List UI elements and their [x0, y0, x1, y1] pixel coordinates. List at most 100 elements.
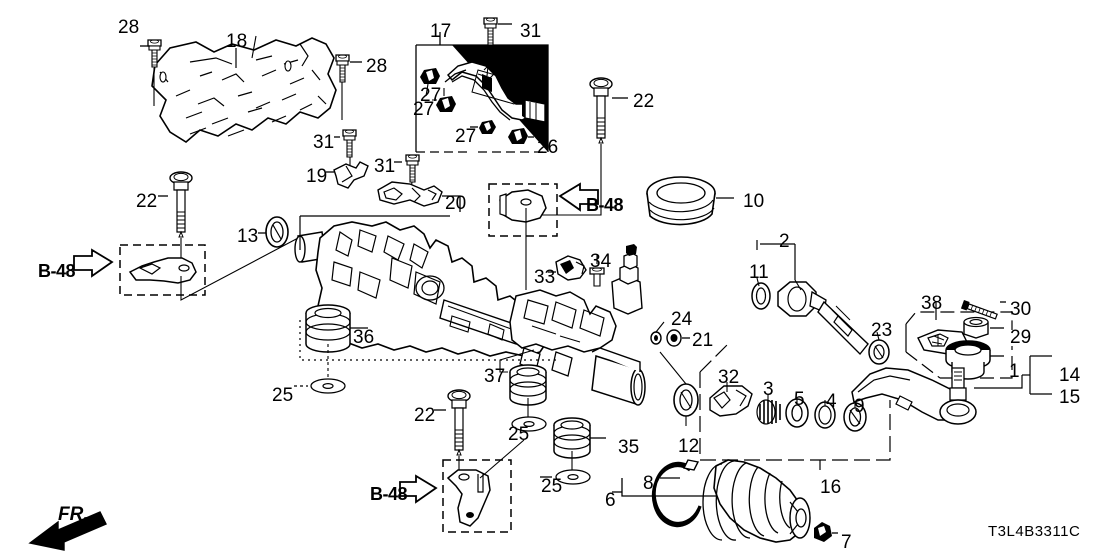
part-18-heat-shield [151, 35, 337, 143]
b48-left-arrow [73, 248, 114, 278]
part-27-clip-b [436, 96, 456, 112]
callout-number-28: 28 [366, 56, 388, 77]
part-7-clip [814, 522, 832, 542]
part-25-washer-a [310, 378, 346, 394]
callout-number-36: 36 [353, 327, 375, 348]
part-10-dust-seal [646, 176, 716, 226]
b48-top-arrow [558, 182, 599, 212]
reference-marker-b48-left[interactable]: B-48 [38, 261, 76, 281]
part-12-seal [673, 383, 699, 417]
callout-number-14: 14 [1059, 365, 1081, 386]
part-13-oil-seal [265, 216, 289, 248]
callout-number-22: 22 [633, 91, 655, 112]
callout-number-29: 29 [1010, 327, 1032, 348]
callout-number-3: 3 [763, 379, 774, 400]
callout-number-10: 10 [743, 191, 765, 212]
part-27-clip-a [420, 68, 440, 84]
front-direction-arrow [28, 511, 107, 551]
callout-number-17: 17 [430, 21, 452, 42]
part-20-bracket [377, 181, 443, 207]
steering-gear-box-assembly [294, 221, 646, 406]
callout-number-15: 15 [1059, 387, 1081, 408]
part-8-boot-clamp [651, 459, 702, 528]
part-31-bolt-top [483, 17, 498, 46]
b48-left-bracket-part [128, 257, 197, 284]
callout-number-31: 31 [520, 21, 542, 42]
callout-number-33: 33 [534, 267, 556, 288]
b48-top-dashed-box [488, 183, 558, 237]
callout-number-7: 7 [841, 532, 852, 553]
callout-number-20: 20 [445, 193, 467, 214]
callout-number-22: 22 [414, 405, 436, 426]
callout-number-9: 9 [854, 396, 865, 417]
callout-number-2: 2 [779, 231, 790, 252]
part-2-inner-tie-rod [777, 281, 869, 356]
part-26-clip [508, 128, 528, 144]
callout-number-11: 11 [749, 262, 769, 283]
part-22-bolt-left [169, 171, 193, 238]
part-11-washer [751, 282, 771, 310]
callout-number-1: 1 [1009, 361, 1020, 382]
part-27-clip-c [479, 120, 496, 134]
callout-number-23: 23 [871, 320, 893, 341]
callout-number-27: 27 [455, 126, 477, 147]
part-31-bolt-lower [405, 154, 420, 183]
callout-number-26: 26 [537, 137, 559, 158]
part-22-bolt-bottom [447, 389, 471, 456]
callout-number-31: 31 [313, 132, 335, 153]
part-6-bellows-boot [702, 459, 811, 543]
front-direction-label: FR. [58, 504, 89, 525]
callout-number-35: 35 [618, 437, 640, 458]
callout-number-37: 37 [484, 366, 506, 387]
callout-number-21: 21 [692, 330, 714, 351]
part-19-clip [333, 161, 369, 189]
callout-number-16: 16 [820, 477, 842, 498]
part-35-mounting-bushing [553, 417, 591, 459]
part-29-nut [963, 316, 989, 339]
b48-left-dashed-box [119, 244, 206, 296]
part-30-bolt [960, 300, 998, 320]
part-28-bolt-right [335, 54, 350, 83]
b48-bottom-arrow [399, 474, 438, 504]
callout-number-22: 22 [136, 191, 158, 212]
reference-marker-b48-bottom[interactable]: B-48 [370, 484, 408, 504]
callout-number-34: 34 [590, 251, 612, 272]
callout-number-5: 5 [794, 389, 805, 410]
callout-number-38: 38 [921, 293, 943, 314]
part-37-mounting-bushing [509, 364, 547, 406]
part-33-clamp [555, 255, 587, 281]
group-16-dashline [699, 341, 891, 470]
b48-bottom-dashed-box [442, 459, 512, 533]
callout-number-27: 27 [413, 99, 435, 120]
part-21-bushing [666, 329, 682, 347]
callout-number-12: 12 [678, 436, 700, 457]
part-23-lock-washer [868, 339, 890, 365]
callout-number-18: 18 [226, 31, 248, 52]
callout-number-8: 8 [643, 473, 654, 494]
callout-number-25: 25 [508, 424, 530, 445]
callout-number-32: 32 [718, 367, 740, 388]
part-5-seal [785, 398, 809, 428]
part-32-rack-guide [709, 385, 753, 417]
part-14-15-tie-rod-end [851, 367, 977, 425]
diagram-code: T3L4B3311C [988, 523, 1081, 540]
callout-number-25: 25 [541, 476, 563, 497]
reference-marker-b48-top[interactable]: B-48 [586, 195, 624, 215]
callout-number-27: 27 [420, 85, 442, 106]
part-1-dust-cover [945, 340, 991, 380]
part-24-oring [650, 331, 662, 345]
part-22-bolt-topright [589, 77, 613, 144]
callout-number-28: 28 [118, 17, 140, 38]
callout-number-13: 13 [237, 226, 259, 247]
part-34-bolt [589, 267, 605, 287]
b48-top-bracket-part [499, 189, 547, 223]
part-31-bolt-mid [342, 129, 357, 158]
callout-number-25: 25 [272, 385, 294, 406]
callout-number-6: 6 [605, 490, 616, 511]
callout-number-19: 19 [306, 166, 328, 187]
part-3-spring [756, 399, 781, 425]
callout-number-24: 24 [671, 309, 693, 330]
callout-number-31: 31 [374, 156, 396, 177]
